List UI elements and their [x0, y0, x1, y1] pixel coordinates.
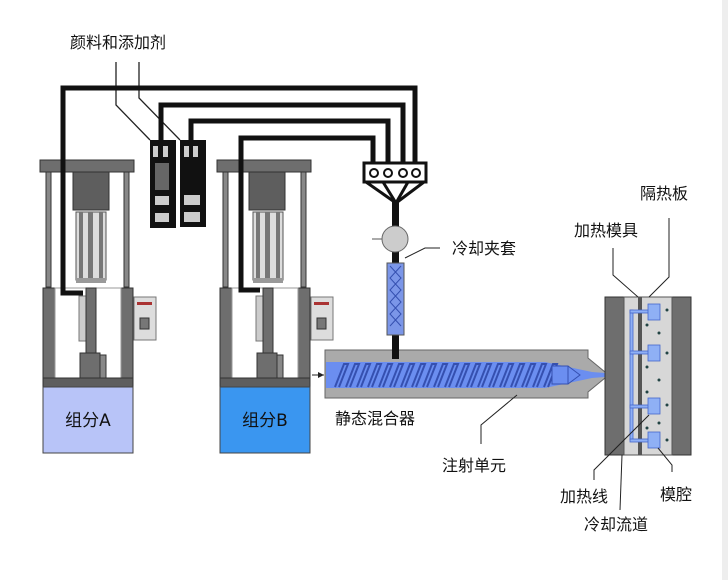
screw-flight: [477, 363, 493, 388]
mold-leaders: [593, 218, 673, 511]
screw-flight: [444, 363, 460, 388]
injection-barrel: [312, 349, 625, 399]
injection-unit-leader: [480, 394, 518, 444]
component-b-tank: [219, 386, 311, 454]
component-a-tank: [42, 386, 134, 454]
screw-flight: [433, 363, 449, 388]
screw-flight: [378, 363, 394, 388]
insulation-plate-label: 隔热板: [640, 184, 688, 203]
screw-flight: [488, 363, 504, 388]
mold-cavity-2: [647, 344, 661, 362]
screw-flight: [411, 363, 427, 388]
cooling-jacket-label: 冷却夹套: [452, 239, 516, 258]
right-edge-strip: [722, 0, 728, 580]
screw-flight: [345, 363, 361, 388]
component-b-label: 组分B: [242, 411, 288, 431]
injection-unit-label: 注射单元: [442, 456, 506, 475]
heated-mold-label: 加热模具: [574, 221, 638, 240]
screw-flight: [521, 363, 537, 388]
pigment-additive-label: 颜料和添加剂: [70, 33, 166, 52]
screw-flight: [455, 363, 471, 388]
dosing-unit-1: [150, 140, 176, 228]
feed-pipes: [60, 85, 418, 296]
screw-flight: [389, 363, 405, 388]
mold-cavity-3: [647, 397, 661, 415]
heated-mold: [604, 296, 692, 456]
screw-flight: [532, 363, 548, 388]
component-a-label: 组分A: [65, 411, 111, 431]
dosing-unit-2: [180, 140, 206, 227]
cooling-jacket: [386, 262, 405, 336]
static-mixer-label: 静态混合器: [335, 409, 415, 428]
screw-flight: [334, 363, 350, 388]
heating-wire-label: 加热线: [560, 487, 608, 506]
mixing-valve: [381, 225, 409, 253]
mold-cavity-1: [647, 303, 661, 321]
cooling-jacket-leader: [404, 247, 440, 259]
screw-flight: [466, 363, 482, 388]
machine-a: [39, 159, 157, 388]
mold-cavity-label: 模腔: [660, 485, 692, 504]
cooling-channel-label: 冷却流道: [584, 515, 648, 534]
machine-b: [216, 159, 334, 388]
screw-flight: [510, 363, 526, 388]
mold-cavity-4: [647, 431, 661, 449]
screw-flight: [400, 363, 416, 388]
screw-flight: [367, 363, 383, 388]
screw-flight: [422, 363, 438, 388]
screw-flight: [499, 363, 515, 388]
screw-flight: [356, 363, 372, 388]
additive-feed-lines: [115, 62, 181, 141]
